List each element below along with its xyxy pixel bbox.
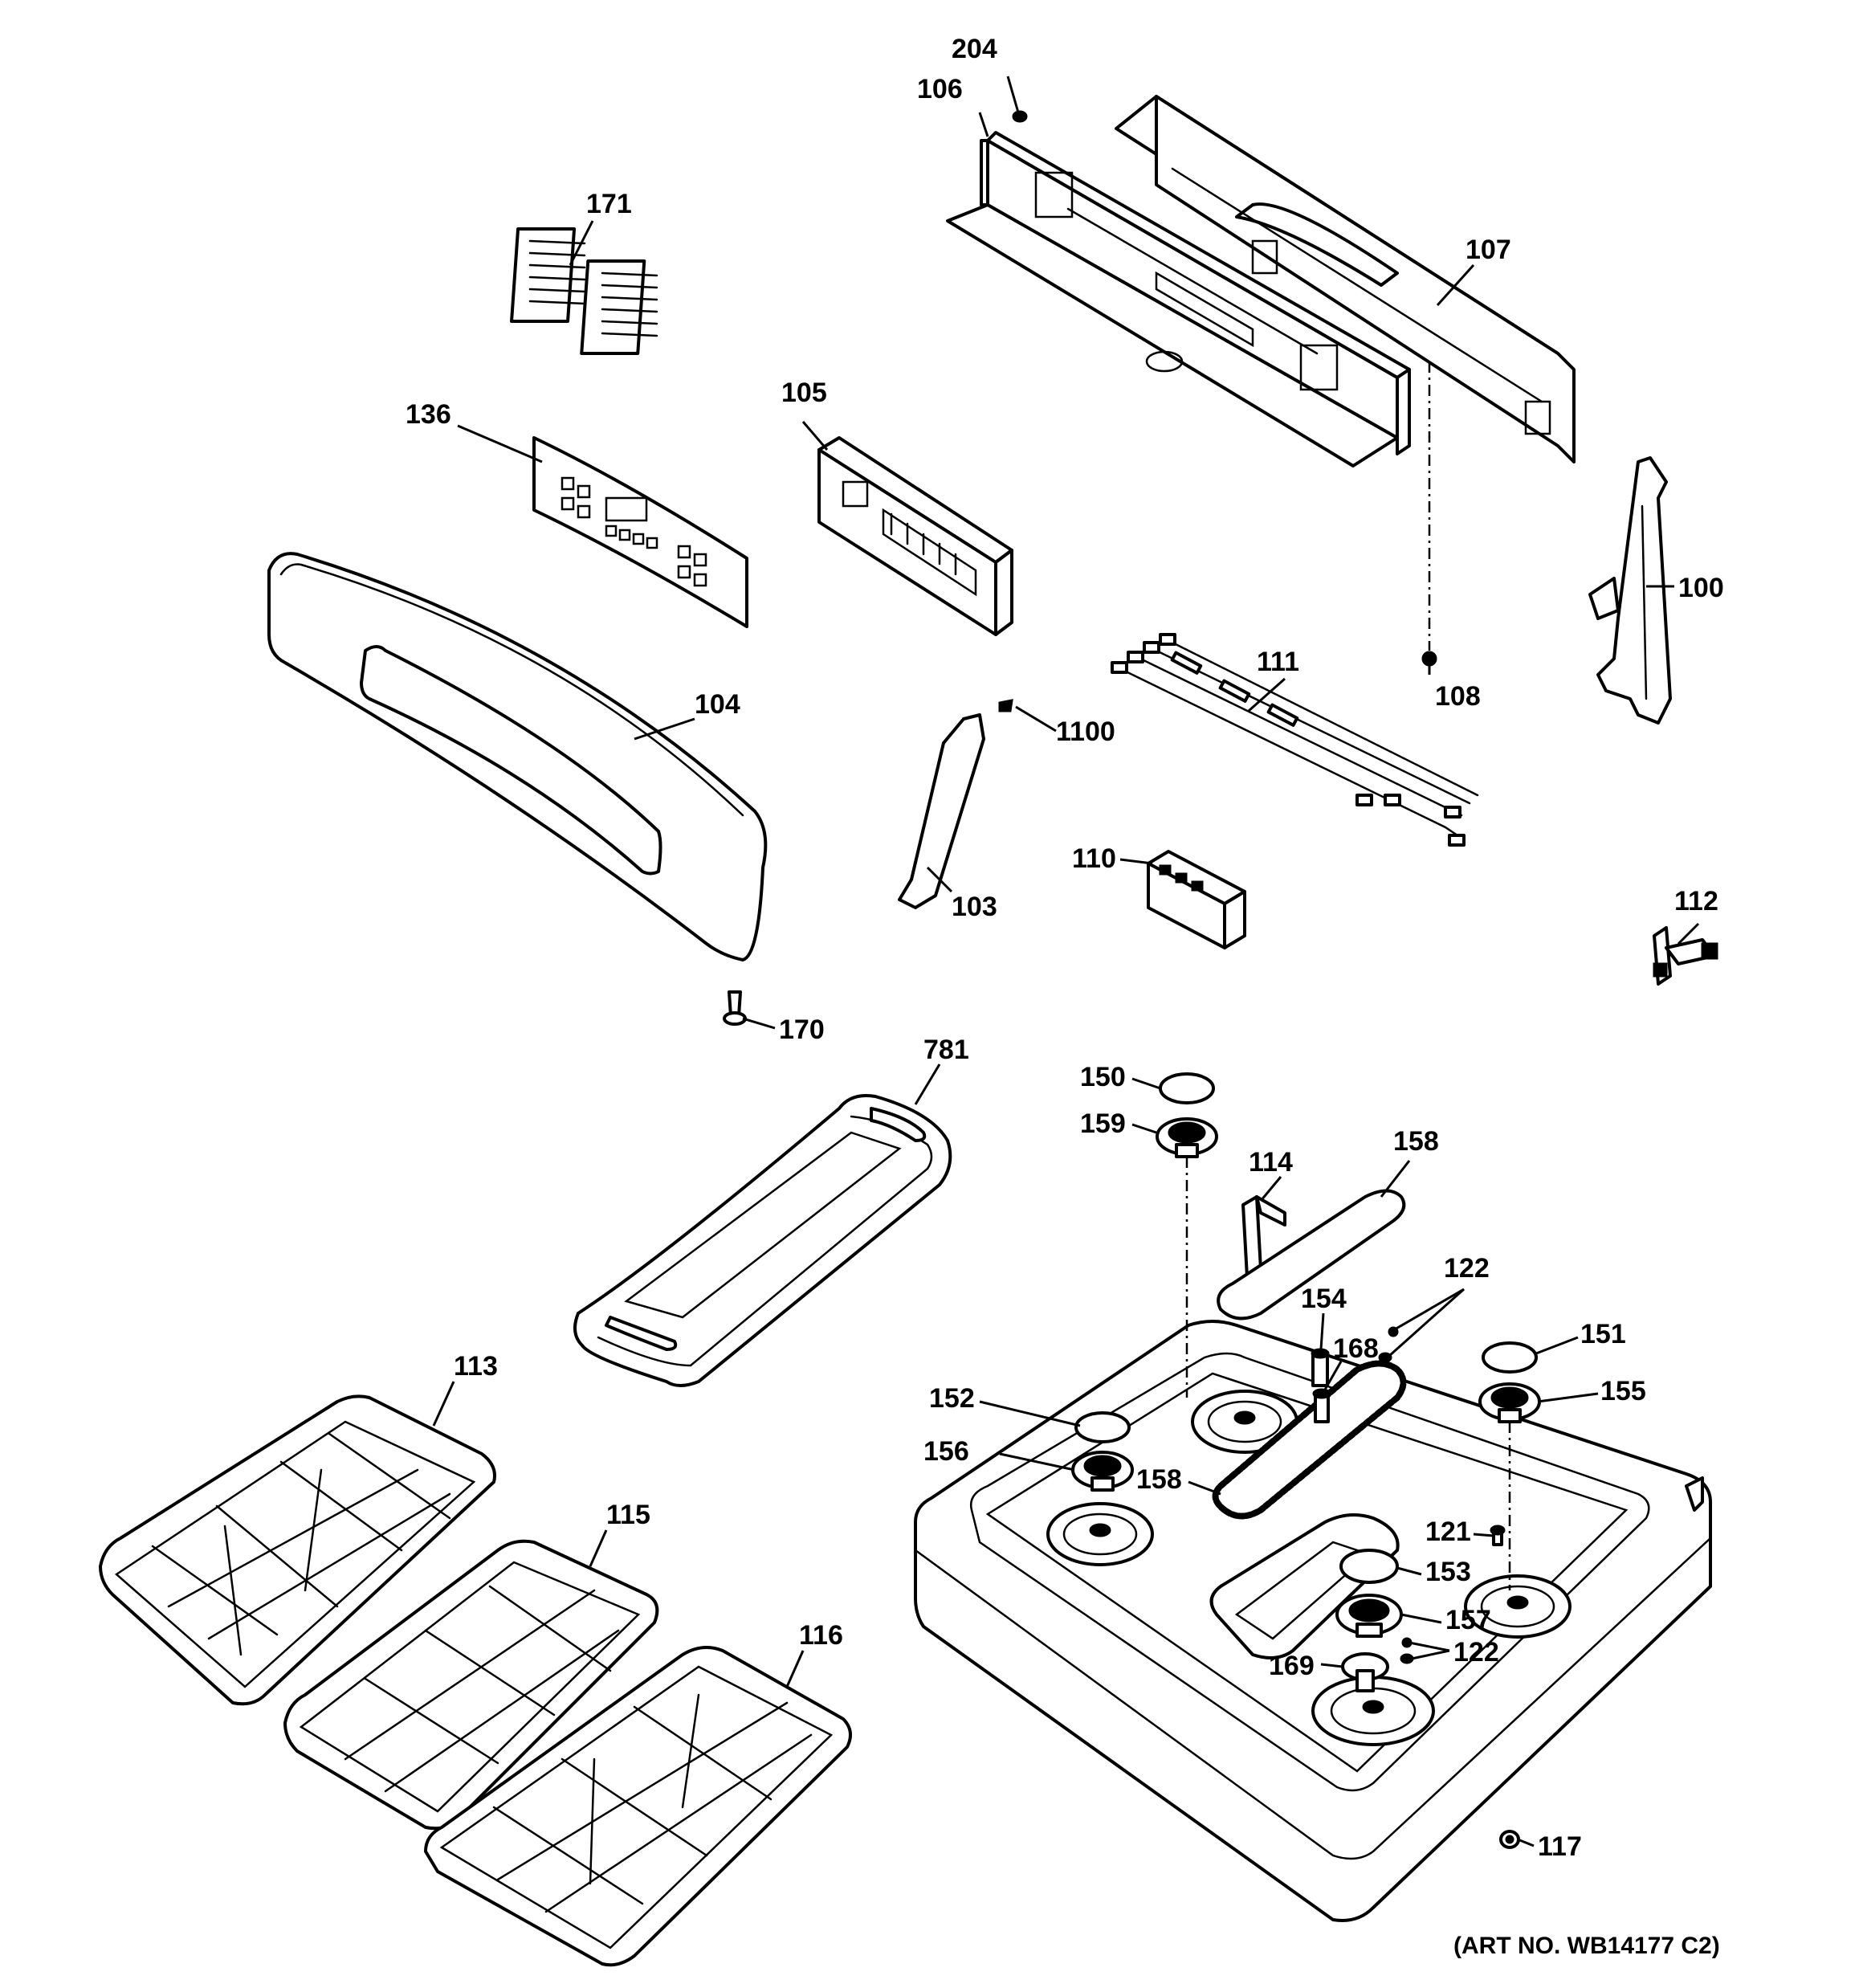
label-157: 157 <box>1445 1605 1491 1635</box>
part-136-control-overlay <box>532 436 748 628</box>
part-168-electrode <box>1312 1388 1331 1423</box>
part-170-screw <box>723 990 747 1026</box>
part-110-spark-module <box>1147 850 1246 949</box>
label-158-bottom: 158 <box>1136 1464 1182 1495</box>
label-150: 150 <box>1080 1062 1126 1092</box>
label-1100: 1100 <box>1056 716 1115 747</box>
part-150-burner-cap <box>1159 1072 1215 1104</box>
label-171: 171 <box>586 189 632 219</box>
label-170: 170 <box>779 1014 825 1045</box>
part-105-electronic-control <box>817 436 1013 636</box>
cooktop-burner-base-left-rear <box>1191 1390 1298 1454</box>
label-153: 153 <box>1425 1557 1471 1587</box>
label-112: 112 <box>1674 886 1718 916</box>
part-104-backsplash-panel <box>267 552 768 961</box>
part-157-burner-head <box>1335 1594 1403 1638</box>
part-159-burner-head <box>1156 1117 1218 1398</box>
label-117: 117 <box>1538 1831 1582 1862</box>
label-105: 105 <box>781 378 827 408</box>
cooktop-burner-base-right-front <box>1311 1676 1435 1746</box>
part-154-electrode <box>1311 1348 1330 1387</box>
part-151-burner-cap <box>1482 1341 1538 1374</box>
label-168: 168 <box>1333 1333 1379 1364</box>
label-100: 100 <box>1678 573 1724 603</box>
part-117-nut <box>1499 1830 1520 1849</box>
label-156: 156 <box>923 1436 969 1467</box>
part-107-top-trim <box>1115 95 1576 463</box>
part-153-burner-cap <box>1339 1549 1399 1584</box>
part-152-burner-cap <box>1074 1411 1131 1443</box>
label-151: 151 <box>1580 1319 1626 1349</box>
label-116: 116 <box>799 1620 843 1651</box>
label-122-bottom: 122 <box>1453 1637 1499 1668</box>
label-110: 110 <box>1072 843 1116 874</box>
part-116-burner-grate <box>424 1646 852 1967</box>
part-115-center-grate <box>283 1539 659 1831</box>
label-106: 106 <box>917 74 963 104</box>
label-169: 169 <box>1269 1651 1315 1681</box>
part-158-griddle-burner-cover <box>1217 1189 1406 1321</box>
label-107: 107 <box>1466 235 1511 265</box>
art-number: (ART NO. WB14177 C2) <box>1453 1933 1720 1959</box>
label-121: 121 <box>1425 1517 1471 1547</box>
cooktop-burner-base-left-front <box>1046 1502 1154 1566</box>
part-114-bracket <box>1241 1195 1286 1279</box>
part-111-wire-harness <box>1111 633 1479 847</box>
part-155-burner-head <box>1478 1382 1541 1590</box>
label-159: 159 <box>1080 1108 1126 1139</box>
part-204-screw <box>1012 110 1028 123</box>
part-171-vent-grille <box>510 227 658 355</box>
label-155: 155 <box>1600 1376 1646 1406</box>
label-152: 152 <box>929 1383 975 1414</box>
part-number-labels: 204 106 171 107 136 105 100 111 104 108 … <box>406 34 1724 1959</box>
label-115: 115 <box>606 1500 650 1530</box>
label-122-top: 122 <box>1444 1253 1490 1284</box>
part-781-griddle <box>573 1094 952 1387</box>
label-108: 108 <box>1435 681 1481 712</box>
cooktop-burner-base-right-rear <box>1464 1574 1572 1639</box>
part-113-burner-grate <box>99 1394 496 1706</box>
label-103: 103 <box>952 892 997 922</box>
leader-lines <box>432 76 1700 1847</box>
label-154: 154 <box>1301 1284 1347 1314</box>
label-158-top: 158 <box>1393 1126 1439 1157</box>
part-156-burner-head <box>1071 1451 1134 1492</box>
label-781: 781 <box>923 1035 969 1065</box>
part-112-valve <box>1653 926 1718 986</box>
label-111: 111 <box>1257 647 1299 677</box>
label-113: 113 <box>454 1351 498 1382</box>
part-103-support-bracket <box>898 699 1013 909</box>
label-114: 114 <box>1249 1147 1293 1178</box>
part-121-screw <box>1490 1525 1506 1546</box>
part-108-screw <box>1421 361 1437 667</box>
label-136: 136 <box>406 399 451 430</box>
label-104: 104 <box>695 689 740 720</box>
label-204: 204 <box>952 34 997 64</box>
part-106-backguard-panel <box>946 131 1411 467</box>
part-100-side-bracket <box>1588 456 1672 725</box>
